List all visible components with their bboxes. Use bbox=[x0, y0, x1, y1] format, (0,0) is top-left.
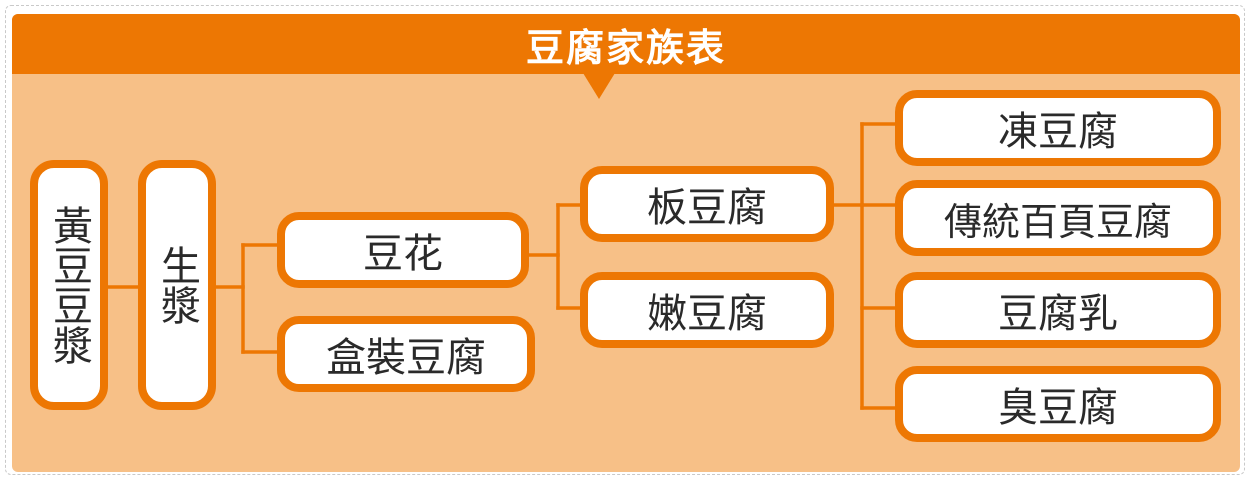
node-soybean-milk: 黃豆豆漿 bbox=[30, 160, 108, 410]
outer-frame bbox=[5, 5, 1245, 475]
node-stinky-tofu: 臭豆腐 bbox=[895, 366, 1221, 442]
node-frozen-tofu: 凍豆腐 bbox=[895, 90, 1221, 166]
node-douhua: 豆花 bbox=[277, 212, 529, 288]
diagram-title: 豆腐家族表 bbox=[525, 24, 726, 70]
title-pointer bbox=[583, 73, 615, 99]
node-raw-milk: 生漿 bbox=[138, 160, 216, 410]
node-boxed-tofu: 盒裝豆腐 bbox=[277, 316, 535, 392]
title-banner: 豆腐家族表 bbox=[12, 14, 1240, 74]
node-traditional-baiye-tofu: 傳統百頁豆腐 bbox=[895, 180, 1221, 256]
node-fermented-tofu: 豆腐乳 bbox=[895, 272, 1221, 348]
node-silken-tofu: 嫩豆腐 bbox=[580, 272, 834, 348]
node-firm-tofu: 板豆腐 bbox=[580, 166, 834, 242]
